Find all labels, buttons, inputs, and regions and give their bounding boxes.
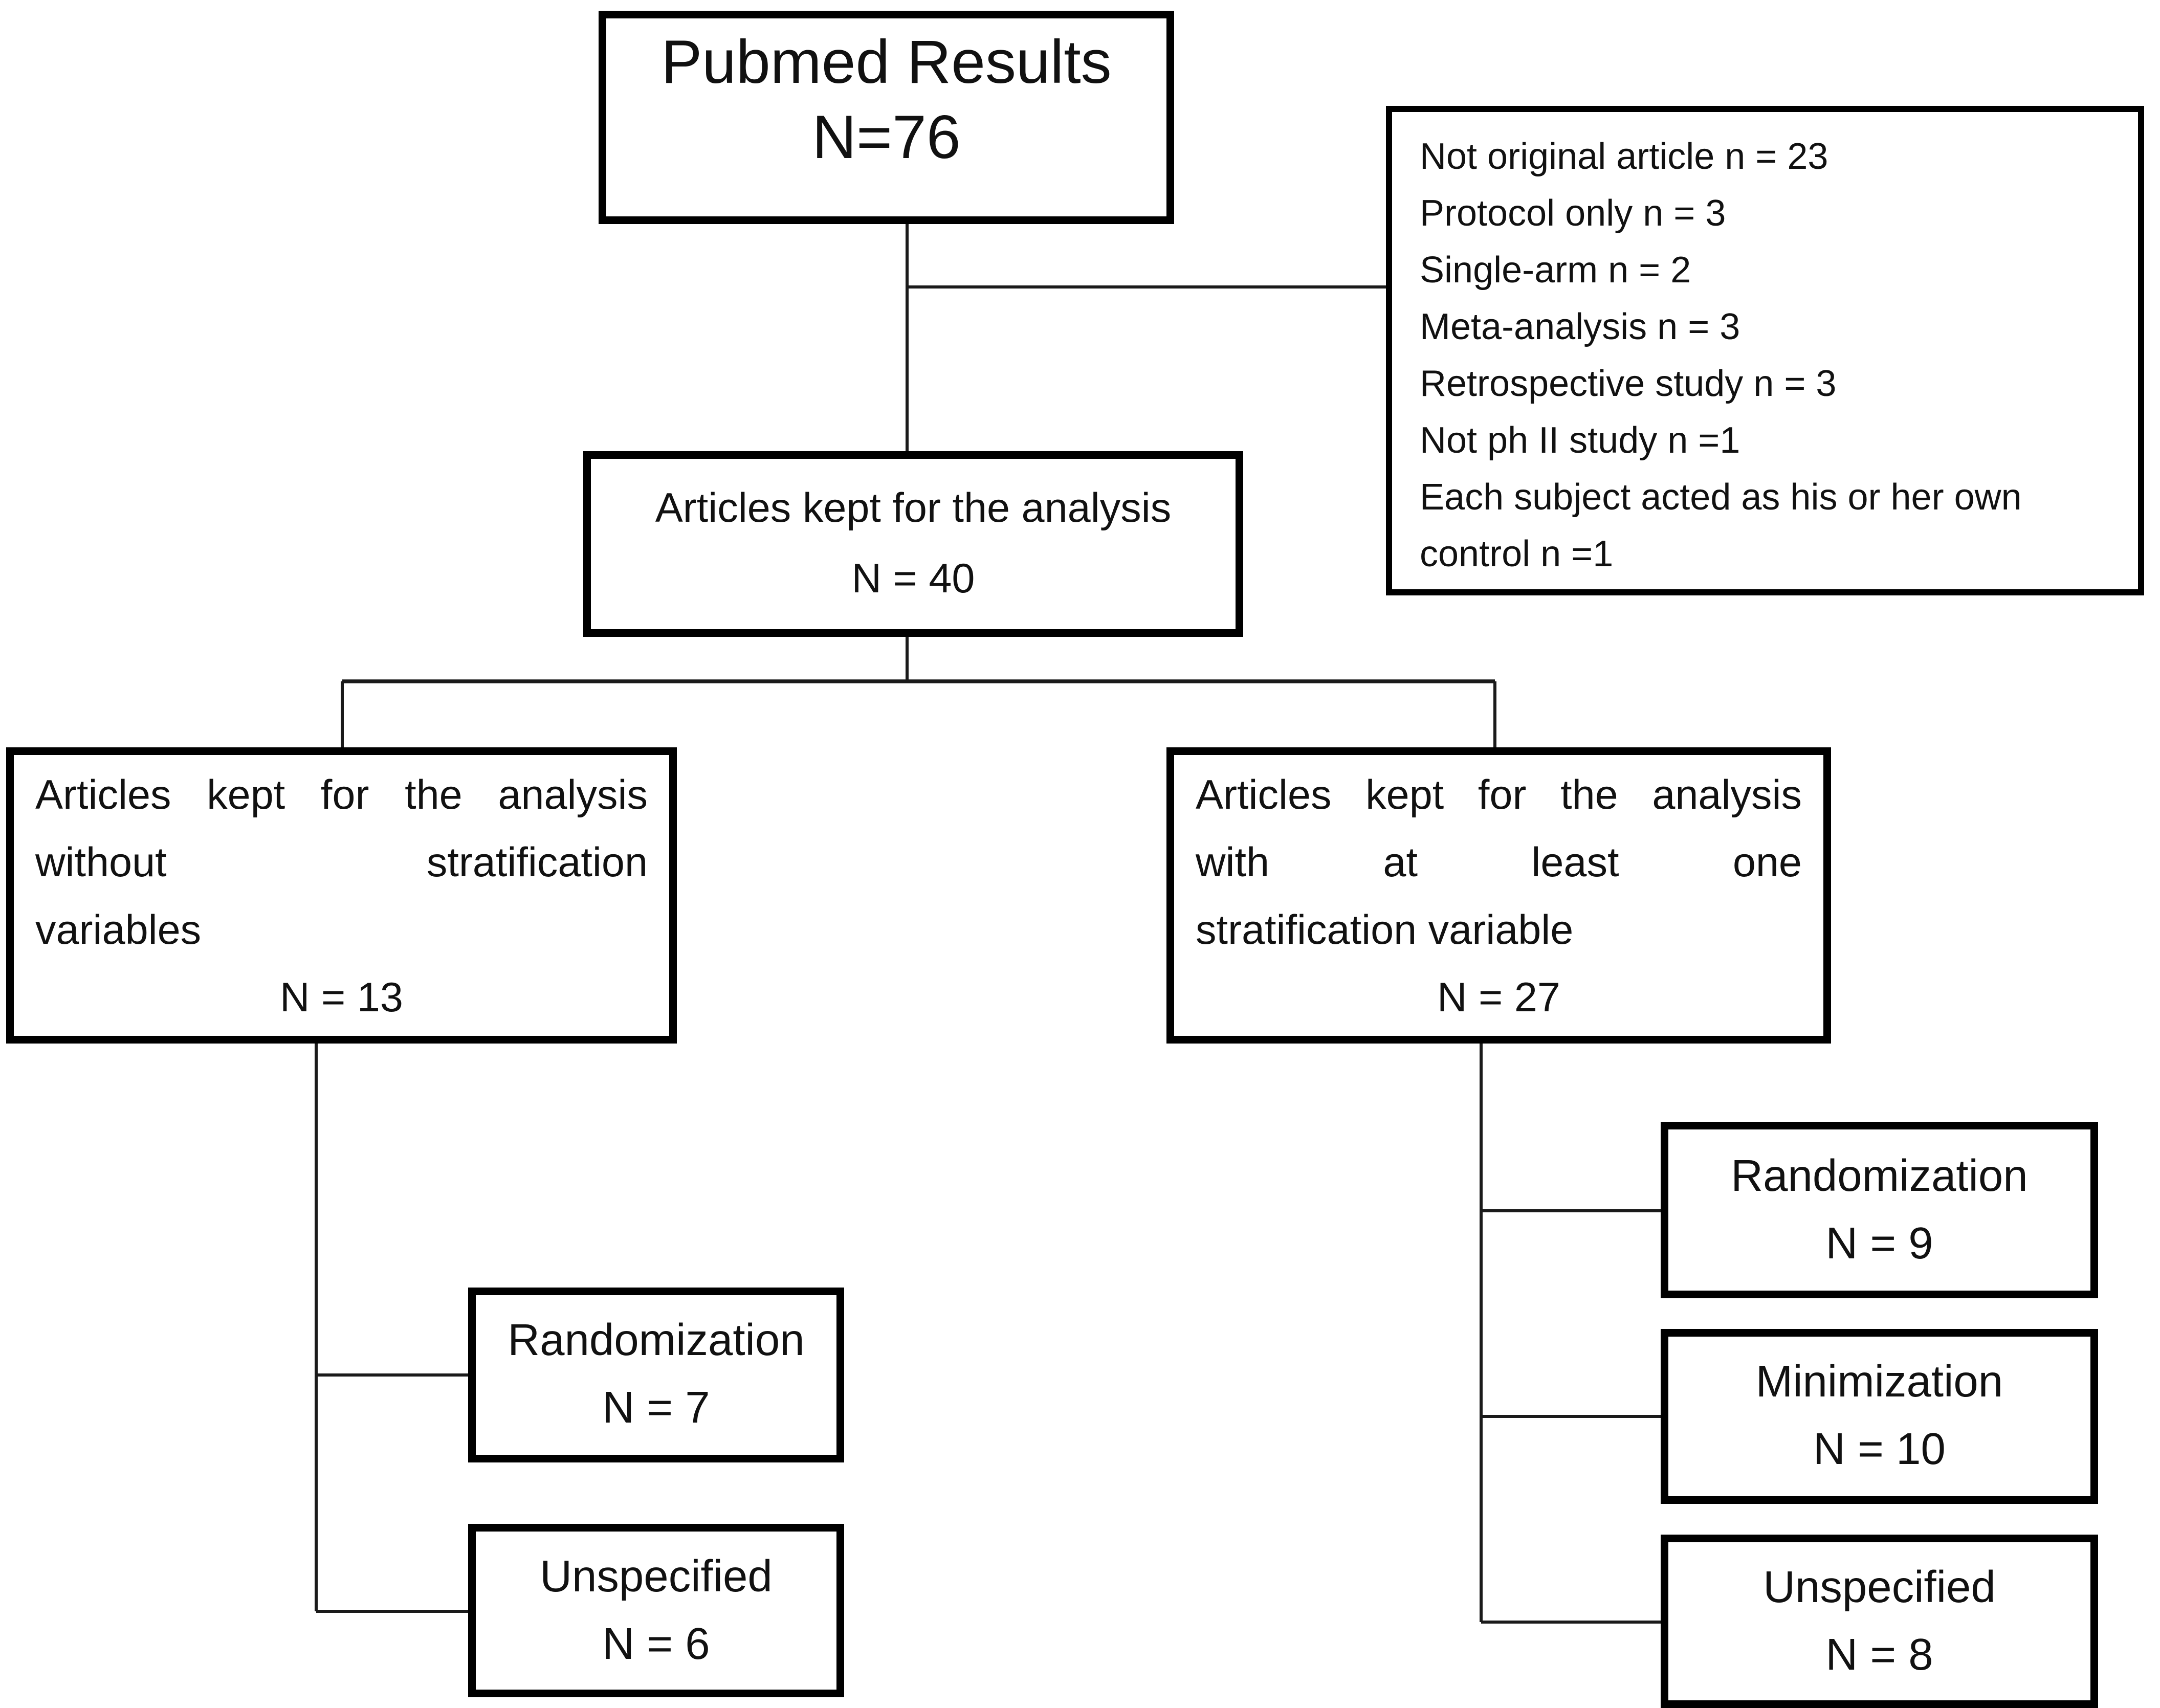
box-count: N = 40 xyxy=(851,556,975,602)
box-randomization-n7: Randomization N = 7 xyxy=(468,1288,844,1462)
box-title-line: with at least one xyxy=(1196,839,1802,885)
box-count: N = 13 xyxy=(280,974,403,1021)
box-unspecified-n6: Unspecified N = 6 xyxy=(468,1524,844,1697)
box-count: N = 10 xyxy=(1813,1426,1946,1475)
box-title: Minimization xyxy=(1755,1358,2003,1407)
box-count: N = 7 xyxy=(602,1384,710,1433)
box-count: N=76 xyxy=(812,104,961,172)
exclusion-item: Not ph II study n =1 xyxy=(1420,420,1740,462)
box-randomization-n9: Randomization N = 9 xyxy=(1661,1122,2098,1298)
exclusion-item: Single-arm n = 2 xyxy=(1420,250,1691,292)
box-count: N = 9 xyxy=(1825,1219,1933,1269)
exclusion-item: Meta-analysis n = 3 xyxy=(1420,307,1740,348)
exclusion-item: Not original article n = 23 xyxy=(1420,137,1828,178)
box-exclusion-reasons: Not original article n = 23 Protocol onl… xyxy=(1386,106,2144,595)
box-title: Unspecified xyxy=(1763,1563,1996,1612)
exclusion-item: Each subject acted as his or her own con… xyxy=(1420,477,2022,575)
box-minimization-n10: Minimization N = 10 xyxy=(1661,1329,2098,1504)
box-title-line: stratification variable xyxy=(1196,907,1574,953)
box-title-line: Articles kept for the analysis xyxy=(35,772,648,818)
box-title-line: variables xyxy=(35,907,202,953)
box-title: Randomization xyxy=(1731,1151,2028,1201)
box-count: N = 27 xyxy=(1437,974,1560,1021)
box-title-line: Articles kept for the analysis xyxy=(1196,772,1802,818)
box-title: Unspecified xyxy=(540,1552,773,1602)
box-unspecified-n8: Unspecified N = 8 xyxy=(1661,1535,2098,1708)
box-title: Randomization xyxy=(508,1317,805,1366)
box-with-stratification: Articles kept for the analysis with at l… xyxy=(1166,747,1831,1044)
box-title: Articles kept for the analysis xyxy=(655,485,1172,531)
box-title-line: without stratification xyxy=(35,839,648,885)
box-title: Pubmed Results xyxy=(661,29,1112,97)
box-count: N = 6 xyxy=(602,1620,710,1669)
exclusion-item: Protocol only n = 3 xyxy=(1420,193,1726,235)
exclusion-item: Retrospective study n = 3 xyxy=(1420,364,1837,405)
box-pubmed-results: Pubmed Results N=76 xyxy=(599,11,1174,224)
box-without-stratification: Articles kept for the analysis without s… xyxy=(6,747,677,1044)
box-articles-kept: Articles kept for the analysis N = 40 xyxy=(583,451,1243,637)
box-count: N = 8 xyxy=(1825,1630,1933,1680)
